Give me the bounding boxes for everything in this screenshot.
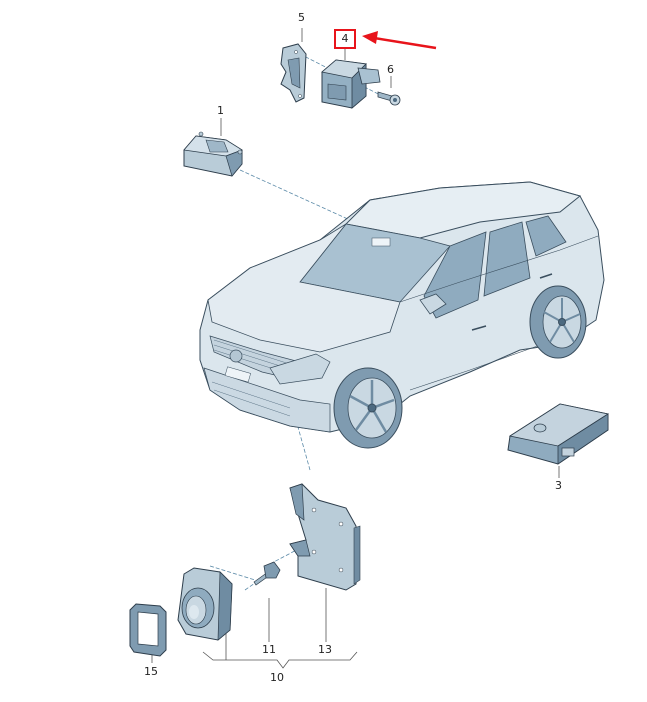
- label-6: 6: [387, 63, 394, 76]
- label-3: 3: [555, 479, 562, 492]
- label-15: 15: [144, 665, 158, 678]
- label-10: 10: [270, 671, 284, 684]
- part-13-bracket-plate: [289, 483, 361, 591]
- part-4-camera: [321, 59, 381, 109]
- part-1-mount: [183, 131, 243, 177]
- callout-lines: [151, 28, 560, 669]
- label-4-highlighted: 4: [334, 29, 356, 49]
- label-5: 5: [298, 11, 305, 24]
- part-6-screw: [377, 91, 401, 106]
- vehicle-suv: [199, 181, 605, 449]
- highlight-arrow: [362, 31, 437, 50]
- label-13: 13: [318, 643, 332, 656]
- part-3-control-unit: [507, 403, 610, 465]
- label-1: 1: [217, 104, 224, 117]
- label-11: 11: [262, 643, 276, 656]
- part-5-bracket: [280, 43, 307, 103]
- part-11-screw: [253, 561, 281, 586]
- part-10-sensor-unit: [177, 567, 233, 641]
- part-15-gasket: [129, 603, 167, 657]
